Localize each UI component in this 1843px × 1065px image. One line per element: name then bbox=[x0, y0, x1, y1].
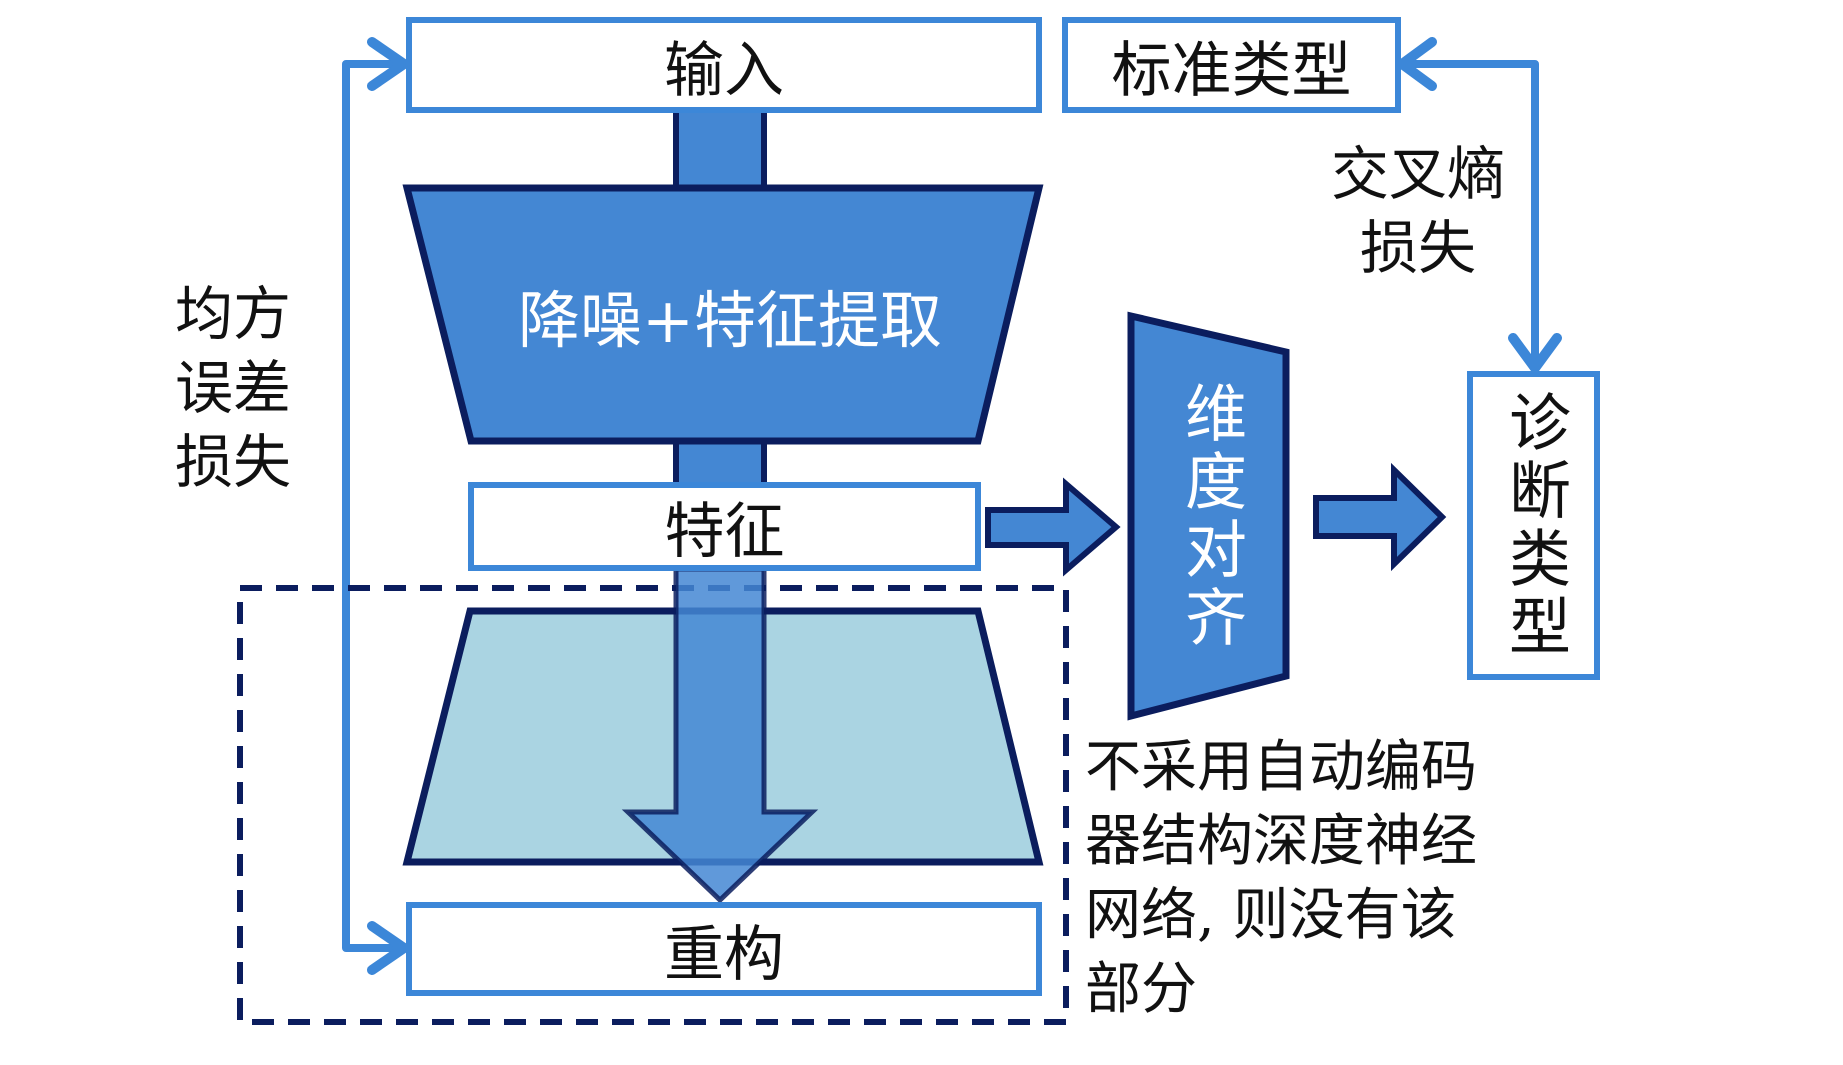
encoder-label: 降噪+特征提取 bbox=[518, 284, 942, 357]
arrow-features-to-alignment bbox=[985, 477, 1121, 577]
arrowhead-to-input bbox=[367, 37, 413, 91]
stem-input-encoder bbox=[673, 107, 767, 193]
note-line-1: 不采用自动编码 bbox=[1085, 735, 1477, 800]
arrow-features-to-reconstruction bbox=[621, 566, 819, 904]
arrowhead-to-reconstruction bbox=[367, 921, 413, 975]
stem-encoder-features bbox=[673, 437, 767, 489]
dim-alignment-block bbox=[1127, 311, 1290, 721]
dim-alignment-label: 维度对齐 bbox=[1174, 381, 1247, 653]
standard-type-box bbox=[1062, 17, 1401, 113]
cross-entropy-loss-label: 交叉熵 损失 bbox=[1318, 145, 1518, 293]
mse-loss-line-1: 均方 bbox=[175, 280, 292, 348]
cross-entropy-line-2: 损失 bbox=[1359, 214, 1476, 282]
arrowhead-to-standard-type bbox=[1393, 37, 1437, 91]
features-box bbox=[468, 482, 981, 571]
reconstruction-label: 重构 bbox=[664, 919, 784, 990]
input-label: 输入 bbox=[664, 35, 784, 106]
arrow-alignment-to-diagnosis bbox=[1313, 462, 1447, 572]
note-line-3: 网络, 则没有该 bbox=[1085, 883, 1457, 948]
cross-entropy-loop-line bbox=[1400, 60, 1539, 370]
mse-loss-label: 均方 误差 损失 bbox=[175, 285, 291, 507]
features-label: 特征 bbox=[664, 497, 785, 567]
reconstruction-box bbox=[406, 902, 1042, 996]
encoder-block bbox=[402, 184, 1044, 445]
cross-entropy-line-1: 交叉熵 bbox=[1330, 140, 1505, 208]
note-line-2: 器结构深度神经 bbox=[1085, 809, 1477, 874]
mse-loss-line-3: 损失 bbox=[175, 428, 292, 496]
input-box bbox=[406, 17, 1042, 113]
standard-type-label: 标准类型 bbox=[1111, 35, 1352, 106]
mse-loss-loop-line bbox=[342, 60, 407, 952]
note-line-4: 部分 bbox=[1085, 957, 1197, 1022]
optional-part-note: 不采用自动编码 器结构深度神经 网络, 则没有该 部分 bbox=[1085, 740, 1477, 1036]
diagnosis-type-label: 诊断类型 bbox=[1498, 390, 1571, 662]
arrowhead-to-diagnosis bbox=[1508, 333, 1562, 377]
mse-loss-line-2: 误差 bbox=[175, 354, 292, 422]
diagnosis-box bbox=[1467, 371, 1600, 680]
optional-decoder-region bbox=[237, 585, 1069, 1025]
